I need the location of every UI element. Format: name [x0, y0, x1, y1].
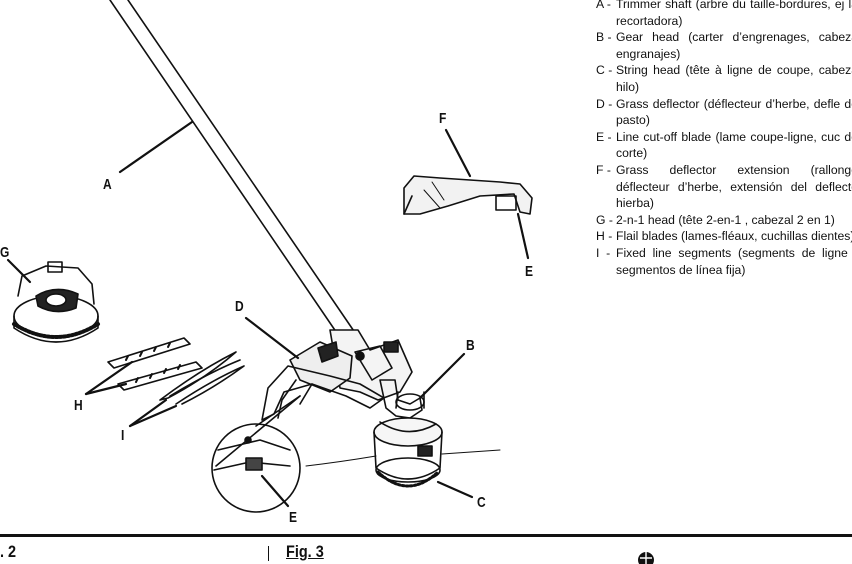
maple-leaf-icon [638, 552, 654, 564]
label-e-lower: E [289, 509, 298, 526]
legend-item: H -Flail blades (lames-fléaux, cuchillas… [596, 228, 852, 245]
legend-item: I - Fixed line segments (segments de lign… [596, 245, 852, 278]
fig-3-label: Fig. 3 [286, 542, 324, 561]
legend-text: Grass deflector (déflecteur d’herbe, def… [616, 96, 852, 128]
separator [268, 546, 269, 561]
leader-e2 [516, 212, 530, 260]
label-a: A [103, 176, 112, 193]
legend-text: String head (tête à ligne de coupe, cabe… [616, 63, 852, 94]
label-d: D [235, 298, 244, 315]
leader-b [418, 352, 466, 400]
label-h: H [74, 397, 83, 414]
label-c: C [477, 494, 486, 511]
legend-key: A - [596, 0, 611, 11]
leader-h2 [84, 382, 128, 396]
fixed-line-segments [159, 351, 245, 405]
two-in-one-head [12, 261, 100, 343]
legend-item: F - Grass deflector extension (rallonge d… [596, 162, 852, 212]
legend-item: E - Line cut-off blade (lame coupe-ligne,… [596, 129, 852, 162]
legend-item: A - Trimmer shaft (arbre du taille-bordur… [596, 0, 852, 29]
string-head [305, 417, 501, 488]
legend-key: G - [596, 212, 613, 227]
fig-2-label: . 2 [0, 542, 17, 561]
legend-text: Flail blades (lames-fléaux, cuchillas di… [616, 229, 852, 244]
legend-key: D - [596, 96, 613, 111]
detail-circle [211, 395, 301, 513]
grass-deflector [261, 341, 385, 421]
legend-key: H - [596, 229, 613, 244]
label-e-upper: E [525, 263, 534, 280]
leader-g [6, 258, 32, 284]
legend-text: Fixed line segments (segments de ligne f… [616, 245, 852, 277]
legend-text: 2-n-1 head (tête 2-en-1 , cabezal 2 en 1… [616, 212, 835, 227]
leader-c [436, 480, 474, 499]
label-f: F [439, 110, 447, 127]
parts-legend: A - Trimmer shaft (arbre du taille-bordur… [596, 0, 852, 278]
label-i: I [121, 427, 125, 444]
legend-text: Gear head (carter d’engrenages, cabeza e… [616, 30, 852, 61]
leader-i2 [128, 404, 178, 428]
leader-d [244, 316, 300, 360]
legend-item: G -2-n-1 head (tête 2-en-1 , cabezal 2 e… [596, 212, 852, 229]
legend-item: B - Gear head (carter d’engrenages, cabez… [596, 29, 852, 62]
leader-h1 [84, 360, 134, 396]
label-b: B [466, 337, 475, 354]
legend-text: Line cut-off blade (lame coupe-ligne, cu… [616, 129, 852, 161]
legend-key: B - [596, 30, 612, 45]
legend-item: D -Grass deflector (déflecteur d’herbe, … [596, 96, 852, 129]
deflector-extension [403, 175, 533, 215]
flail-blades [107, 337, 203, 391]
label-g: G [0, 244, 10, 261]
leader-e1 [260, 474, 290, 508]
legend-text: Grass deflector extension (rallonge défl… [616, 162, 852, 211]
bottom-rule [0, 534, 852, 537]
leader-f [444, 128, 472, 178]
leader-i1 [128, 398, 168, 428]
legend-key: I - [596, 245, 611, 260]
legend-item: C -String head (tête à ligne de coupe, c… [596, 62, 852, 95]
legend-key: F - [596, 162, 611, 177]
leader-a [118, 120, 194, 174]
legend-key: C - [596, 63, 613, 78]
trimmer-shaft [109, 0, 361, 343]
legend-key: E - [596, 129, 612, 144]
legend-text: Trimmer shaft (arbre du taille-bordures,… [616, 0, 852, 28]
